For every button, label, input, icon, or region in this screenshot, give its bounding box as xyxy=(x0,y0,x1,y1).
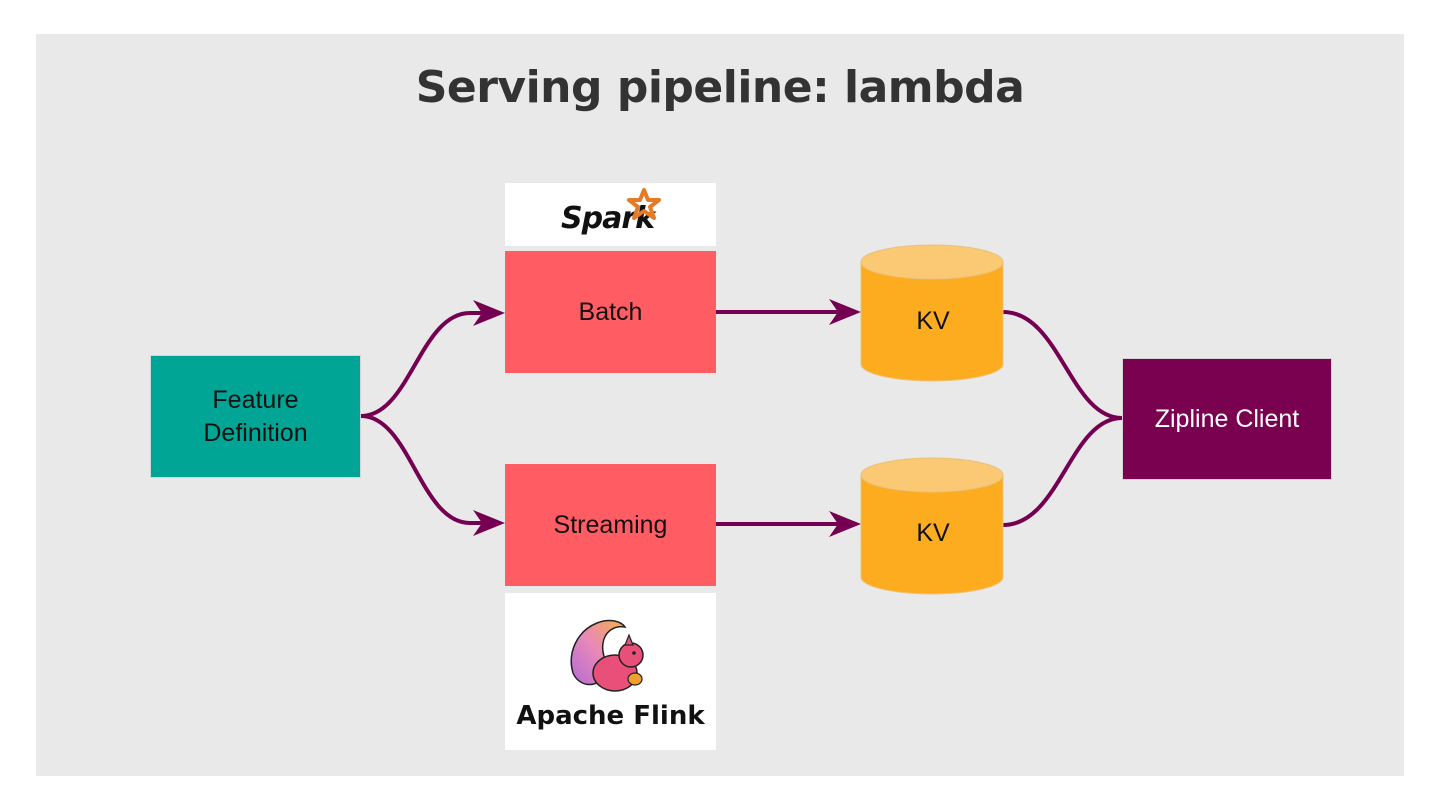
zipline-client-node: Zipline Client xyxy=(1122,358,1332,480)
flink-logo: Apache Flink xyxy=(505,593,716,750)
arrowhead-streaming xyxy=(473,510,505,536)
batch-label: Batch xyxy=(578,297,643,326)
edge-kv-streaming-to-client xyxy=(1002,416,1123,527)
kv-cylinder-batch xyxy=(860,244,1004,382)
arrowhead-kv-streaming xyxy=(829,511,861,537)
kv-streaming-label: KV xyxy=(916,519,950,547)
flink-logo-text: Apache Flink xyxy=(516,701,705,731)
kv-batch-label: KV xyxy=(916,307,950,335)
streaming-node: Streaming xyxy=(505,464,716,586)
edge-kv-batch-to-client xyxy=(1002,310,1123,420)
edge-feature-to-batch xyxy=(360,311,498,418)
edge-feature-to-streaming xyxy=(360,414,498,525)
slide-title: Serving pipeline: lambda xyxy=(415,62,1025,113)
spark-logo: Spark xyxy=(505,183,716,246)
zipline-client-label: Zipline Client xyxy=(1154,404,1300,433)
batch-node: Batch xyxy=(505,251,716,373)
streaming-label: Streaming xyxy=(553,510,668,539)
feature-definition-node: Feature Definition xyxy=(150,355,361,478)
arrowhead-batch xyxy=(473,300,505,326)
feature-definition-line2: Definition xyxy=(203,418,308,447)
feature-definition-line1: Feature xyxy=(212,385,299,414)
arrowhead-kv-batch xyxy=(829,299,861,325)
flink-squirrel-icon xyxy=(570,619,644,692)
kv-cylinder-streaming xyxy=(860,457,1004,595)
spark-star-icon xyxy=(627,188,661,220)
